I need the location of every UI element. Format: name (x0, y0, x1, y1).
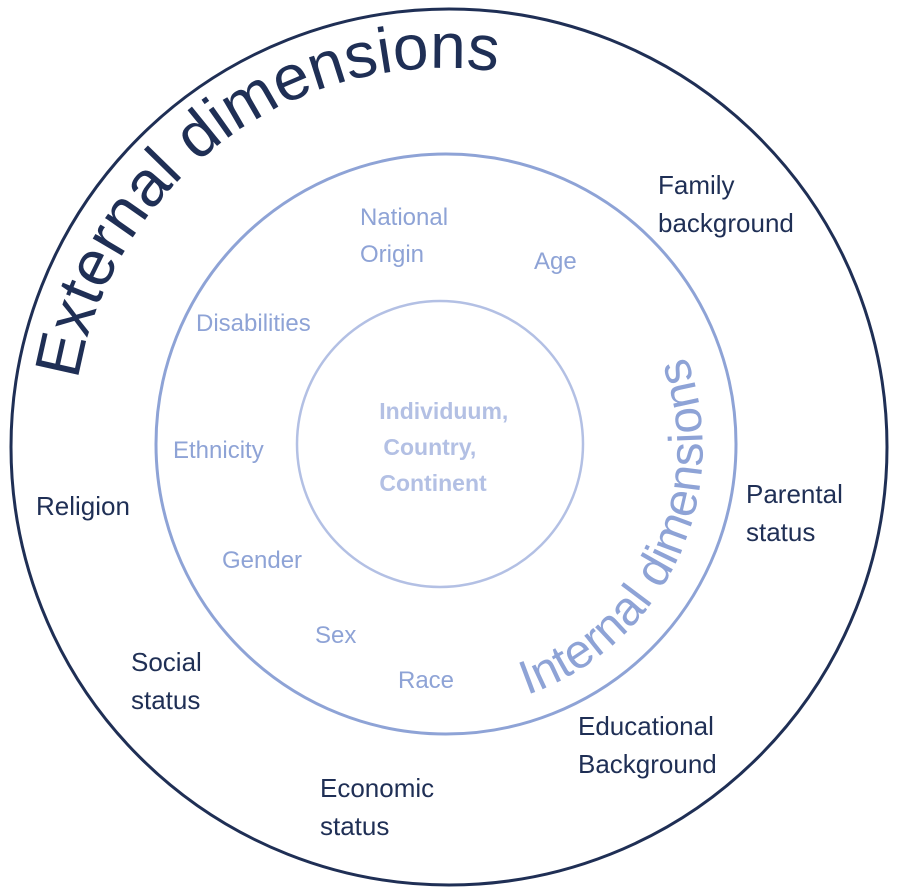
internal-dimensions-title: Internal dimensions (512, 353, 714, 705)
label-social-status-line1: Social (131, 647, 202, 677)
label-economic-status-line1: Economic (320, 773, 434, 803)
label-religion-line1: Religion (36, 491, 130, 521)
label-educational-background-line2: Background (578, 749, 717, 779)
label-race-line1: Race (398, 667, 454, 694)
label-disabilities: Disabilities (196, 310, 311, 337)
label-center-line2: Country, (383, 434, 476, 460)
label-sex: Sex (315, 622, 356, 649)
label-ethnicity-line1: Ethnicity (173, 437, 264, 464)
label-sex-line1: Sex (315, 622, 356, 649)
label-parental-status-line1: Parental (746, 479, 843, 509)
label-national-origin: National Origin (360, 204, 455, 268)
internal-dimensions-title-path: Internal dimensions (512, 353, 714, 705)
label-parental-status: Parental status (746, 479, 850, 547)
label-family-background-line1: Family (658, 170, 735, 200)
label-educational-background: Educational Background (578, 711, 721, 779)
label-national-origin-line1: National (360, 204, 448, 231)
label-parental-status-line2: status (746, 517, 815, 547)
label-economic-status-line2: status (320, 811, 389, 841)
label-gender-line1: Gender (222, 547, 302, 574)
label-family-background-line2: background (658, 208, 794, 238)
label-educational-background-line1: Educational (578, 711, 714, 741)
label-disabilities-line1: Disabilities (196, 310, 311, 337)
label-age: Age (534, 248, 577, 275)
label-family-background: Family background (658, 170, 794, 238)
inner-ring (295, 299, 585, 589)
label-race: Race (398, 667, 454, 694)
middle-ring (154, 152, 738, 736)
outer-ring (9, 7, 889, 887)
label-ethnicity: Ethnicity (173, 437, 264, 464)
label-center-line1: Individuum, (379, 398, 508, 424)
label-gender: Gender (222, 547, 302, 574)
label-social-status-line2: status (131, 685, 200, 715)
label-economic-status: Economic status (320, 773, 441, 841)
label-religion: Religion (36, 491, 130, 521)
label-age-line1: Age (534, 248, 577, 275)
label-center: Individuum, Country, Continent (379, 398, 514, 496)
label-social-status: Social status (131, 647, 209, 715)
label-center-line3: Continent (379, 470, 487, 496)
label-national-origin-line2: Origin (360, 241, 424, 268)
